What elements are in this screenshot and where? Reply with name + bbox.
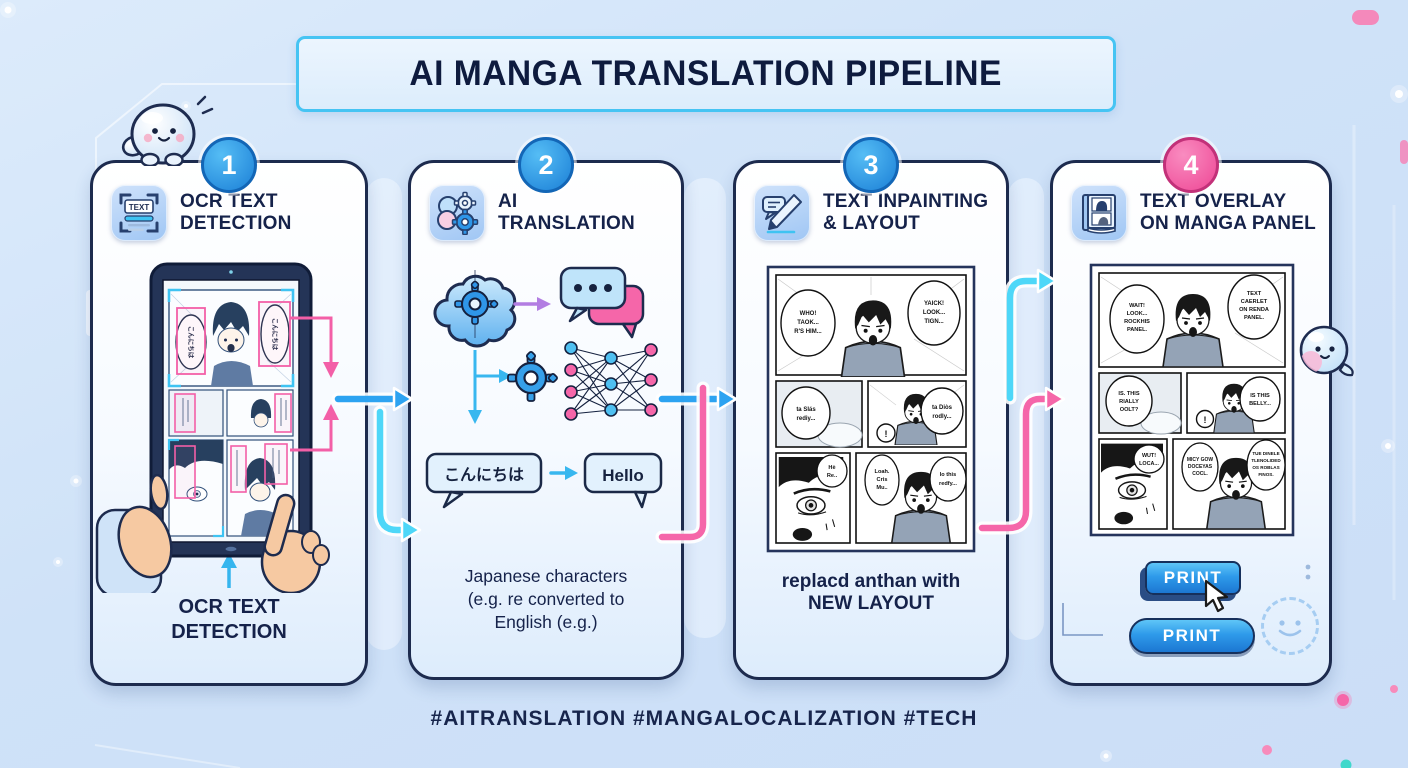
svg-text:TAOK...: TAOK... xyxy=(797,320,819,326)
manga-page-inpainted: WHO! TAOK... R'S HIM... YAICK! LOOK... T… xyxy=(766,265,976,553)
neural-network-icon xyxy=(564,341,658,421)
bubble-mascot xyxy=(1299,325,1354,377)
svg-text:redfy...: redfy... xyxy=(939,481,957,487)
dots-decoration xyxy=(1305,564,1311,580)
svg-text:ON RENDA: ON RENDA xyxy=(1239,307,1269,313)
dashed-smiley-icon xyxy=(1261,597,1319,655)
cursor-icon xyxy=(1204,579,1229,613)
svg-text:WAIT!: WAIT! xyxy=(1129,303,1145,309)
svg-text:YAICK!: YAICK! xyxy=(924,301,944,307)
svg-text:TUE DINELE: TUE DINELE xyxy=(1252,451,1279,456)
svg-text:ta Diòs: ta Diòs xyxy=(932,405,953,411)
ghost-mascot xyxy=(121,95,214,166)
gear-icon xyxy=(507,351,558,402)
svg-text:ta SIás: ta SIás xyxy=(796,407,816,413)
svg-text:RIALLY: RIALLY xyxy=(1119,399,1139,405)
svg-text:!: ! xyxy=(885,429,888,439)
svg-text:TLENOLIDED: TLENOLIDED xyxy=(1251,458,1281,463)
print-button-bottom[interactable]: PRINT xyxy=(1129,618,1255,654)
step3-caption: replacd anthan with NEW LAYOUT xyxy=(781,571,961,614)
svg-text:Re..: Re.. xyxy=(827,473,838,479)
brain-gears-icon xyxy=(429,185,485,241)
tablet-illustration: こんにちは こんにちは xyxy=(95,262,339,593)
translation-illustration: こんにちは Hello xyxy=(425,266,663,509)
chat-bubbles-icon xyxy=(559,266,645,339)
svg-text:COCL.: COCL. xyxy=(1192,471,1208,477)
svg-text:WHO!: WHO! xyxy=(800,311,817,317)
step-badge-4: 4 xyxy=(1163,137,1219,193)
translation-example: こんにちは Hello xyxy=(425,452,663,509)
svg-text:R'S HIM...: R'S HIM... xyxy=(794,329,822,335)
svg-text:rodly...: rodly... xyxy=(932,414,952,420)
svg-text:Cris: Cris xyxy=(877,477,888,483)
svg-text:LOOK...: LOOK... xyxy=(1127,311,1148,317)
svg-text:IS. THIS: IS. THIS xyxy=(1118,391,1139,397)
step-badge-3: 3 xyxy=(843,137,899,193)
detection-brackets xyxy=(167,288,295,388)
svg-text:LOOK...: LOOK... xyxy=(923,310,946,316)
flow-branch xyxy=(473,350,499,410)
svg-text:rediy...: rediy... xyxy=(797,416,816,422)
ocr-scanner-icon: TEXT xyxy=(111,185,167,241)
svg-text:BELLY...: BELLY... xyxy=(1249,401,1271,407)
svg-text:Io this: Io this xyxy=(940,472,956,478)
step-title-3: TEXT INPAINTING& LAYOUT xyxy=(823,190,989,234)
connector-line-decoration xyxy=(1062,603,1103,636)
manga-page-final: WAIT! LOOK... ROCKHIS PANEL. TEXT CAERLE… xyxy=(1089,263,1295,537)
svg-text:PANEL.: PANEL. xyxy=(1244,315,1265,321)
svg-text:Loah.: Loah. xyxy=(875,469,890,475)
svg-text:Hè: Hè xyxy=(828,465,835,471)
step-badge-2: 2 xyxy=(518,137,574,193)
print-button-top[interactable]: PRINT xyxy=(1145,561,1241,595)
svg-text:TEXT: TEXT xyxy=(1247,291,1262,297)
target-text: Hello xyxy=(602,466,644,485)
svg-text:PANEL.: PANEL. xyxy=(1127,327,1148,333)
svg-text:IS THIS: IS THIS xyxy=(1250,393,1270,399)
svg-text:WUT!: WUT! xyxy=(1142,453,1156,459)
svg-text:TIGN...: TIGN... xyxy=(924,319,944,325)
pink-dots xyxy=(1262,10,1408,768)
svg-text:CAERLET: CAERLET xyxy=(1241,299,1268,305)
svg-text:Mu..: Mu.. xyxy=(876,485,888,491)
manga-book-icon xyxy=(1071,185,1127,241)
step-card-inpainting: 3 TEXT INPAINTING& LAYOUT xyxy=(733,137,1009,680)
icon-text-label: TEXT xyxy=(129,203,150,212)
svg-text:DOCEYAS: DOCEYAS xyxy=(1188,464,1213,470)
step-badge-1: 1 xyxy=(201,137,257,193)
step2-caption: Japanese characters (e.g. re converted t… xyxy=(464,566,628,633)
source-text: こんにちは xyxy=(444,466,524,484)
left-hand xyxy=(95,473,173,593)
svg-text:FINOS.: FINOS. xyxy=(1258,472,1273,477)
svg-text:OOLT?: OOLT? xyxy=(1120,407,1139,413)
page-title: AI MANGA TRANSLATION PIPELINE xyxy=(409,54,1003,93)
jp-bubble-right: こんにちは xyxy=(271,318,279,351)
title-banner: AI MANGA TRANSLATION PIPELINE xyxy=(296,36,1116,112)
svg-text:MICY GOW: MICY GOW xyxy=(1187,457,1214,463)
svg-text:LOCA...: LOCA... xyxy=(1139,461,1159,467)
svg-text:!: ! xyxy=(1204,415,1207,425)
bubble-pencil-icon xyxy=(754,185,810,241)
jp-bubble-left: こんにちは xyxy=(187,326,195,359)
svg-text:ROCKHIS: ROCKHIS xyxy=(1124,319,1150,325)
svg-text:OS ROBLAS: OS ROBLAS xyxy=(1252,465,1279,470)
hashtags-line: #AITRANSLATION #MANGALOCALIZATION #TECH xyxy=(430,707,978,730)
brain-icon xyxy=(433,270,517,348)
ocr-link-arrows xyxy=(290,316,339,452)
right-hand xyxy=(260,493,330,593)
